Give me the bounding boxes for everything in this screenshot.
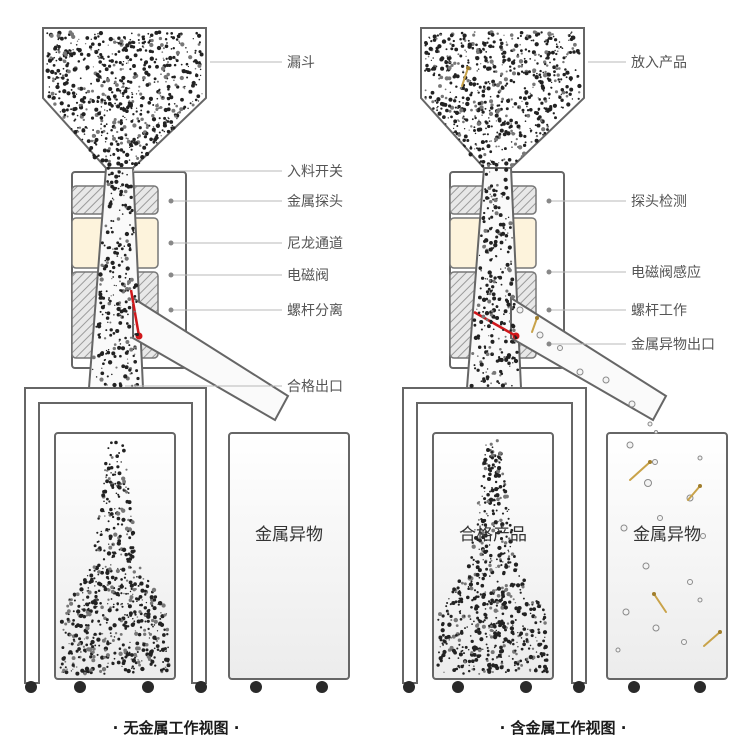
right-caption: · 含金属工作视图 · [500, 719, 627, 737]
label-metal-probe: 金属探头 [287, 194, 343, 210]
label-valve-sense: 电磁阀感应 [631, 264, 701, 281]
right-reject-bin-label: 金属异物 [633, 525, 701, 545]
right-screw-chute [510, 296, 668, 422]
right-view: 合格产品 金属异物 放入产品 探头检测 电磁阀感应 螺杆工作 金属异物出口 · … [402, 27, 728, 737]
left-wheels [25, 681, 328, 693]
label-place-product: 放入产品 [631, 55, 687, 71]
label-qualified-outlet: 合格出口 [287, 379, 343, 395]
right-gate [473, 310, 517, 338]
left-leaders [125, 61, 282, 387]
left-particles [45, 30, 204, 676]
right-reject-bin [606, 432, 728, 680]
left-reject-bin [228, 432, 350, 680]
right-wheels [403, 681, 706, 693]
left-view: 金属异物 漏斗 入料开关 金属探头 尼龙通道 电磁阀 螺杆分离 合格出口 · [24, 27, 350, 737]
left-gate [129, 289, 141, 337]
label-nylon-channel: 尼龙通道 [287, 236, 343, 252]
right-leaders [546, 61, 626, 347]
left-reject-bin-label: 金属异物 [255, 525, 323, 545]
label-feed-switch: 入料开关 [287, 164, 343, 180]
label-screw-working: 螺杆工作 [631, 303, 687, 319]
label-solenoid-valve: 电磁阀 [287, 268, 329, 284]
left-nylon-channel [87, 167, 145, 389]
label-probe-detect: 探头检测 [631, 194, 687, 210]
label-metal-outlet: 金属异物出口 [631, 337, 715, 353]
right-qualified-bin-label: 合格产品 [459, 525, 527, 545]
label-hopper: 漏斗 [287, 55, 315, 71]
left-caption: · 无金属工作视图 · [113, 719, 240, 737]
right-metal-items [461, 66, 722, 653]
right-gate-pivot [512, 332, 520, 340]
right-qualified-bin [432, 432, 554, 680]
label-screw-separation: 螺杆分离 [287, 302, 343, 319]
right-particles [424, 30, 582, 675]
